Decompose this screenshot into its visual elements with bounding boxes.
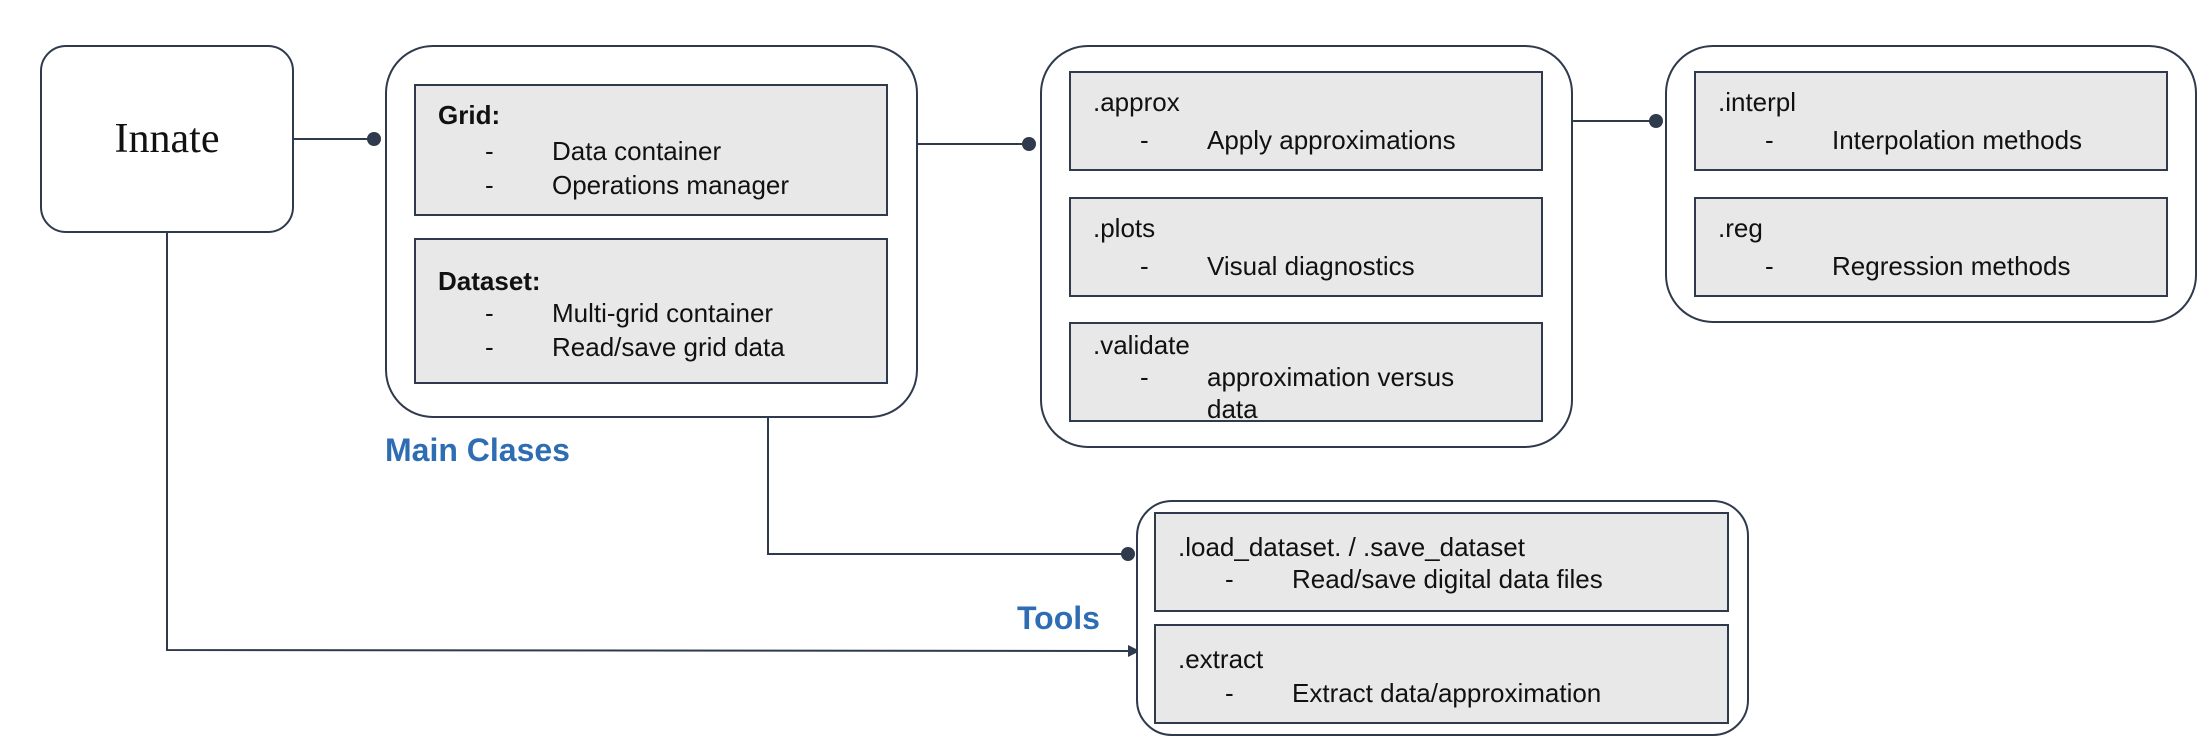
reg-card: .reg - Regression methods (1694, 197, 2168, 297)
grid-card: Grid: - Data container - Operations mana… (414, 84, 888, 216)
bullet-marker: - (485, 332, 494, 362)
interpl-item-interpolation-methods: Interpolation methods (1832, 125, 2083, 155)
load-save-item-read-save-digital-data-files: Read/save digital data files (1292, 564, 1603, 594)
dataset-card: Dataset: - Multi-grid container - Read/s… (414, 238, 888, 384)
innate-title: Innate (114, 116, 220, 162)
connector-dot (367, 132, 381, 146)
extract-item-extract-data-approximation: Extract data/approximation (1292, 678, 1602, 708)
dataset-title: Dataset: (438, 266, 541, 296)
grid-item-operations-manager: Operations manager (552, 170, 790, 200)
tools-label: Tools (1017, 600, 1100, 636)
connector-dot (1649, 114, 1663, 128)
bullet-marker: - (485, 136, 494, 166)
interpl-card: .interpl - Interpolation methods (1694, 71, 2168, 171)
interpl-title: .interpl (1718, 87, 1797, 117)
plots-item-visual-diagnostics: Visual diagnostics (1207, 251, 1415, 281)
validate-card: .validate - approximation versus data (1069, 322, 1543, 424)
plots-card: .plots - Visual diagnostics (1069, 197, 1543, 297)
bullet-marker: - (1765, 125, 1774, 155)
bullet-marker: - (1765, 251, 1774, 281)
connector-dot (1121, 547, 1135, 561)
load-save-dataset-title: .load_dataset. / .save_dataset (1178, 532, 1525, 562)
grid-item-data-container: Data container (552, 136, 722, 166)
connector-dot (1022, 137, 1036, 151)
validate-item-data: data (1207, 394, 1258, 424)
validate-title: .validate (1093, 330, 1190, 360)
grid-title: Grid: (438, 100, 501, 130)
approx-item-apply-approximations: Apply approximations (1207, 125, 1456, 155)
bullet-marker: - (485, 170, 494, 200)
extract-title: .extract (1178, 644, 1264, 674)
approx-card: .approx - Apply approximations (1069, 71, 1543, 171)
dataset-item-read-save-grid-data: Read/save grid data (552, 332, 785, 362)
validate-item-approximation-versus: approximation versus (1207, 362, 1455, 392)
bullet-marker: - (1225, 678, 1234, 708)
load-save-dataset-card: .load_dataset. / .save_dataset - Read/sa… (1154, 512, 1729, 612)
bullet-marker: - (1140, 251, 1149, 281)
reg-title: .reg (1718, 213, 1763, 243)
approx-title: .approx (1093, 87, 1180, 117)
bullet-marker: - (1140, 125, 1149, 155)
reg-item-regression-methods: Regression methods (1832, 251, 2071, 281)
bullet-marker: - (485, 298, 494, 328)
main-classes-label: Main Clases (385, 432, 570, 468)
bullet-marker: - (1140, 362, 1149, 392)
bullet-marker: - (1225, 564, 1234, 594)
extract-card: .extract - Extract data/approximation (1154, 624, 1729, 724)
innate-root-box: Innate (40, 45, 294, 233)
plots-title: .plots (1093, 213, 1156, 243)
dataset-item-multi-grid-container: Multi-grid container (552, 298, 774, 328)
